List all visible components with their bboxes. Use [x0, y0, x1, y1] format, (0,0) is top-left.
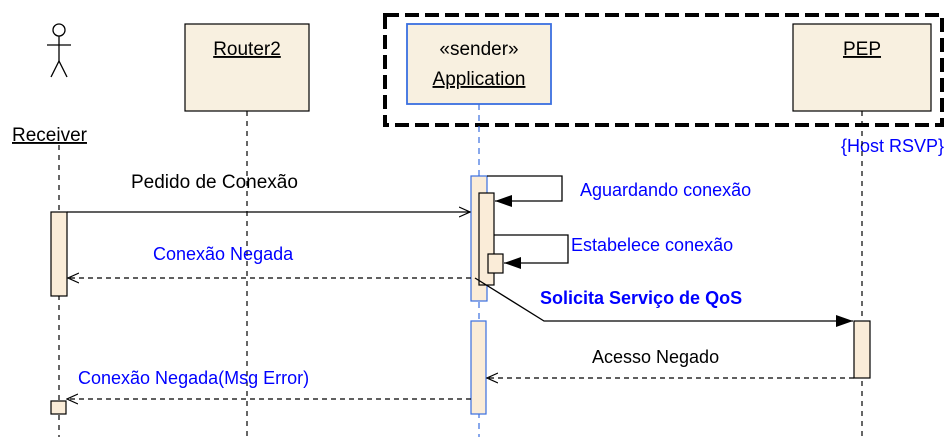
pep-box: [792, 23, 932, 112]
solicita-label: Solicita Serviço de QoS: [540, 288, 742, 308]
pep-activation: [853, 320, 871, 379]
negada-erro-label: Conexão Negada(Msg Error): [78, 368, 309, 388]
application-stereotype: «sender»: [439, 39, 518, 60]
receiver-activation: [50, 211, 68, 297]
pep-label: PEP: [843, 39, 881, 60]
host-rsvp-frame: [383, 13, 944, 127]
receiver-activation-small: [50, 400, 67, 415]
application-box: [406, 23, 552, 105]
router2-box: [184, 23, 310, 112]
estabelece-arrow: [494, 234, 569, 269]
estabelece-label: Estabelece conexão: [571, 235, 733, 255]
receiver-actor-icon: [47, 23, 71, 78]
application-activation-2: [470, 320, 487, 415]
acesso-negado-label: Acesso Negado: [592, 347, 719, 367]
aguardando-arrow: [487, 175, 563, 207]
aguardando-label: Aguardando conexão: [580, 180, 751, 200]
receiver-label: Receiver: [12, 125, 88, 146]
pedido-label: Pedido de Conexão: [131, 172, 298, 193]
router2-label: Router2: [213, 39, 281, 60]
negada-label: Conexão Negada: [153, 244, 294, 264]
solicita-arrow: [474, 277, 853, 327]
host-rsvp-label: {Host RSVP}: [841, 136, 944, 156]
application-activation-inner: [487, 253, 504, 274]
application-label: Application: [433, 69, 526, 90]
